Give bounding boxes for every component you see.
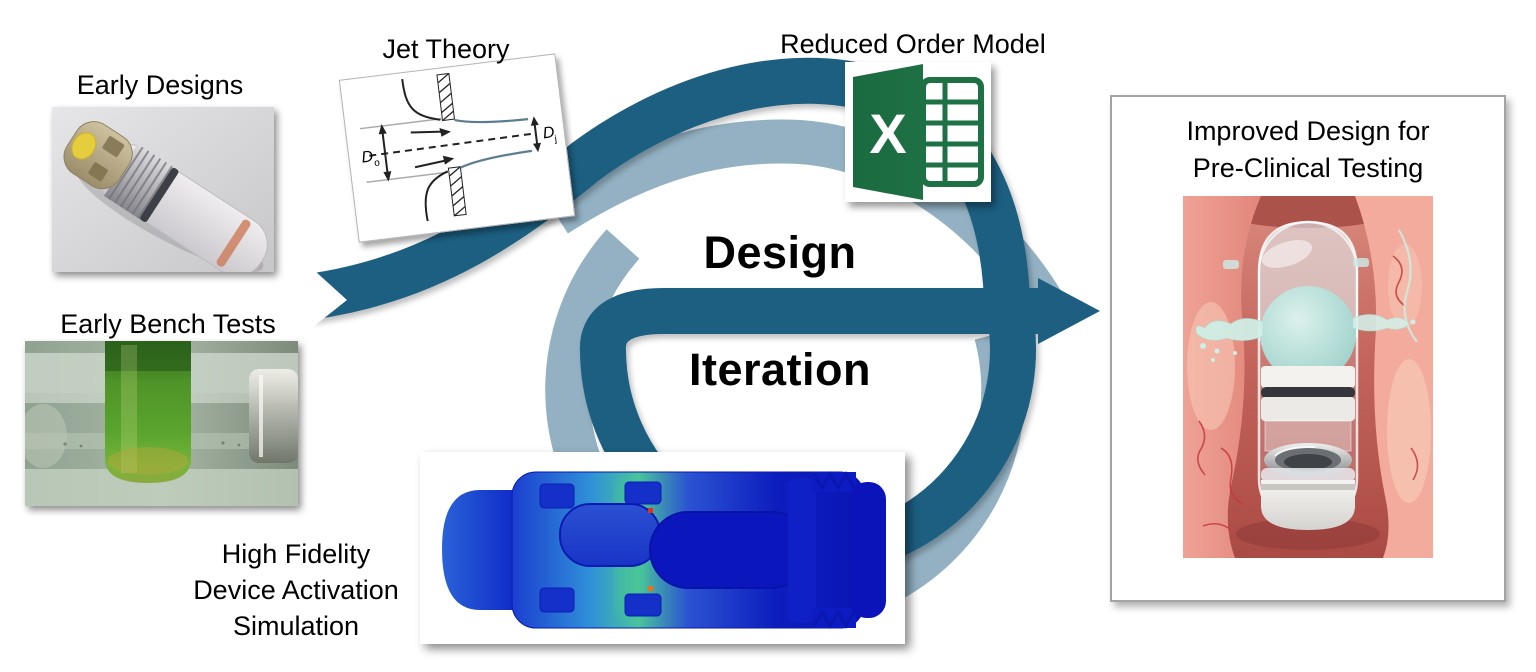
excel-logo: X — [853, 64, 984, 200]
iteration-word: Iteration — [688, 344, 872, 395]
jet-theory-sketch: D o D j — [359, 72, 558, 222]
excel-x-letter: X — [869, 102, 906, 165]
capsule-device — [1223, 220, 1369, 530]
blood-vessels — [1197, 255, 1419, 531]
improved-design-title: Improved Design for Pre-Clinical Testing — [1112, 113, 1504, 187]
dark-spiral-arrow — [304, 57, 1042, 578]
improved-design-title-line2: Pre-Clinical Testing — [1192, 153, 1424, 183]
d-o-symbol: D — [360, 148, 374, 166]
early-designs-label: Early Designs — [76, 70, 244, 100]
d-o-subscript: o — [374, 158, 381, 170]
reduced-order-model-label: Reduced Order Model — [780, 29, 1046, 59]
design-word: Design — [703, 227, 857, 278]
jet-theory-card: D o D j — [338, 53, 576, 243]
high-fidelity-line1: High Fidelity — [221, 539, 371, 569]
cfd-simulation-image — [420, 452, 905, 644]
improved-design-panel: Improved Design for Pre-Clinical Testing — [1110, 95, 1506, 602]
excel-icon: X — [845, 62, 991, 202]
bench-test-illustration — [25, 341, 298, 506]
d-j-symbol: D — [542, 124, 556, 142]
teal-vein — [1398, 229, 1418, 343]
ribbon-tail-notch — [289, 252, 347, 346]
early-bench-tests-photo — [25, 341, 298, 506]
early-designs-photo — [52, 107, 274, 272]
jet-theory-label: Jet Theory — [382, 34, 510, 64]
high-fidelity-line2: Device Activation — [193, 575, 399, 605]
high-fidelity-label: High Fidelity Device Activation Simulati… — [146, 536, 446, 644]
early-bench-tests-label: Early Bench Tests — [60, 309, 276, 339]
improved-design-title-line1: Improved Design for — [1186, 116, 1430, 146]
high-fidelity-line3: Simulation — [232, 611, 360, 641]
early-device-illustration — [52, 107, 274, 272]
excel-cover — [853, 64, 923, 200]
capsule-in-tissue-illustration — [1183, 152, 1433, 558]
cfd-device-illustration — [420, 452, 905, 644]
d-j-subscript: j — [553, 134, 558, 145]
excel-sheet-grid — [920, 77, 984, 187]
arrowhead — [1038, 278, 1100, 344]
spray-jets — [1195, 314, 1416, 362]
